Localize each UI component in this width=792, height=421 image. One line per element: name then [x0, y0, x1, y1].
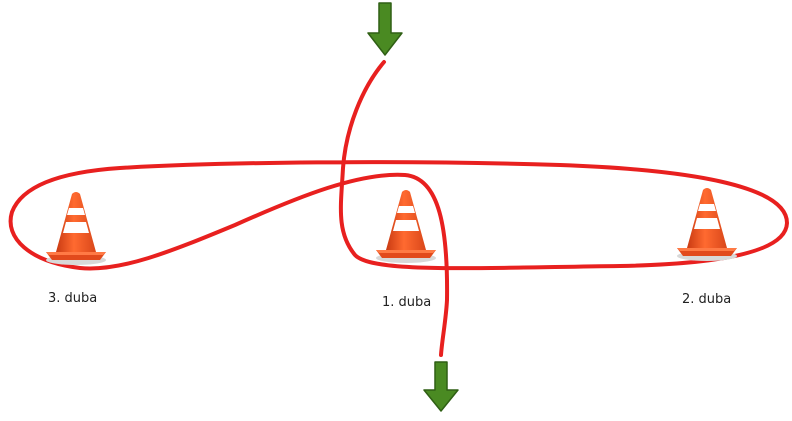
cone-1-icon: [376, 190, 436, 263]
cone-1-label: 1. duba: [382, 295, 432, 310]
cone-3-icon: [46, 192, 106, 265]
cone-3-label: 3. duba: [48, 291, 98, 306]
entry-arrow-icon: [367, 2, 403, 56]
exit-arrow-icon: [423, 361, 459, 412]
cone-2-icon: [677, 188, 737, 261]
cone-2-label: 2. duba: [682, 292, 732, 307]
driving-path: [8, 60, 789, 357]
